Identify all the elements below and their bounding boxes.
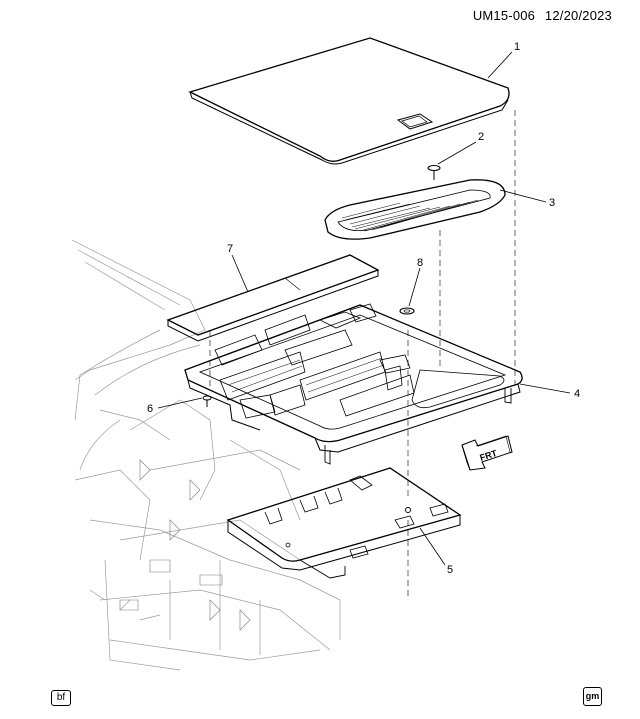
callout-1: 1 (514, 41, 520, 53)
diagram-date: 12/20/2023 (544, 8, 612, 23)
callout-4: 4 (574, 388, 580, 400)
gm-logo-badge: gm (583, 687, 602, 706)
part-7-insulator-panel (168, 255, 378, 341)
callout-numbers: 1 2 3 4 5 6 7 8 (147, 41, 580, 576)
body-style-badge: bf (51, 690, 71, 706)
part-2-fastener (428, 166, 440, 181)
diagram-header: UM15-006 12/20/2023 (467, 8, 612, 23)
part-1-load-floor-panel (190, 38, 509, 164)
callout-5: 5 (447, 564, 453, 576)
part-6-push-pin (203, 396, 211, 407)
callout-7: 7 (227, 243, 233, 255)
part-5-bracket (228, 468, 460, 578)
part-3-storage-tray (325, 180, 505, 239)
alignment-lines (210, 110, 515, 600)
part-4-compartment-carrier (185, 304, 522, 464)
vehicle-body-detail (120, 460, 250, 630)
callout-2: 2 (478, 131, 484, 143)
callout-8: 8 (417, 257, 423, 269)
front-direction-arrow: FRT (462, 436, 512, 470)
vehicle-body-background (72, 240, 340, 670)
callout-3: 3 (549, 197, 555, 209)
diagram-code: UM15-006 (472, 8, 536, 23)
leader-lines (158, 52, 570, 565)
part-8-grommet (400, 308, 414, 314)
callout-6: 6 (147, 403, 153, 415)
